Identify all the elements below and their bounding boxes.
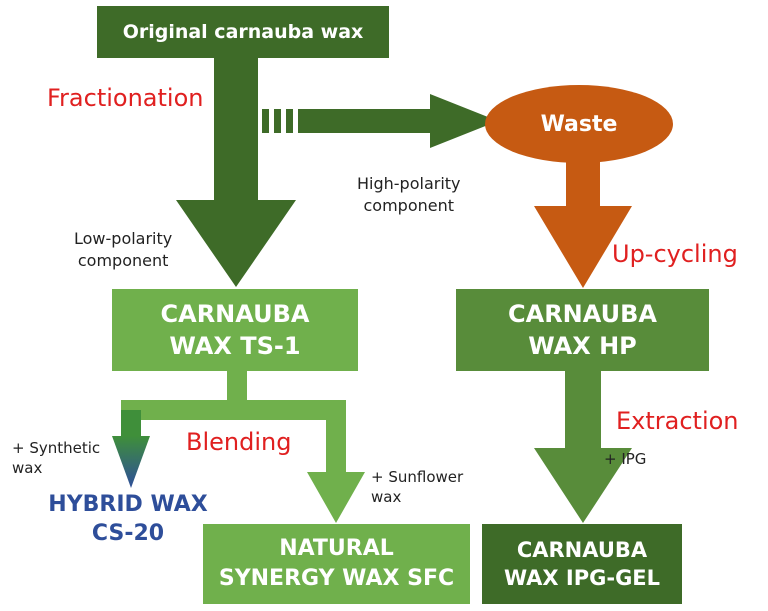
node-waste: Waste xyxy=(540,111,618,137)
note-ipg: + IPG xyxy=(604,450,647,468)
label-blending: Blending xyxy=(186,428,292,456)
arrow-dash-2 xyxy=(274,109,281,133)
label-up-cycling: Up-cycling xyxy=(612,240,738,268)
node-hp: CARNAUBA WAX HP xyxy=(456,289,709,371)
arrow-blending-left-head xyxy=(112,436,150,488)
arrow-extraction xyxy=(534,370,632,523)
node-ipg-gel: CARNAUBA WAX IPG-GEL xyxy=(482,524,682,604)
arrow-blending-right xyxy=(307,410,365,523)
arrow-dash-1 xyxy=(262,109,269,133)
node-waste-shape xyxy=(485,85,673,163)
node-ts1: CARNAUBA WAX TS-1 xyxy=(112,289,358,371)
node-sfc: NATURAL SYNERGY WAX SFC xyxy=(203,524,470,604)
arrow-blending-stem xyxy=(227,370,247,405)
arrow-to-waste xyxy=(298,94,498,148)
note-high-polarity: High-polarity component xyxy=(357,174,461,215)
node-hybrid: HYBRID WAX CS-20 xyxy=(48,492,208,546)
arrow-fractionation-down xyxy=(176,58,296,287)
note-low-polarity: Low-polarity component xyxy=(74,229,173,270)
note-synthetic: + Synthetic wax xyxy=(12,439,101,478)
node-original: Original carnauba wax xyxy=(97,6,389,58)
label-extraction: Extraction xyxy=(616,407,739,435)
label-fractionation: Fractionation xyxy=(47,84,204,112)
arrow-blending-left-stem xyxy=(121,410,141,438)
arrow-blending-bar xyxy=(121,400,346,420)
arrow-up-cycling xyxy=(534,145,632,288)
arrow-dash-3 xyxy=(286,109,293,133)
note-sunflower: + Sunflower wax xyxy=(371,468,464,507)
